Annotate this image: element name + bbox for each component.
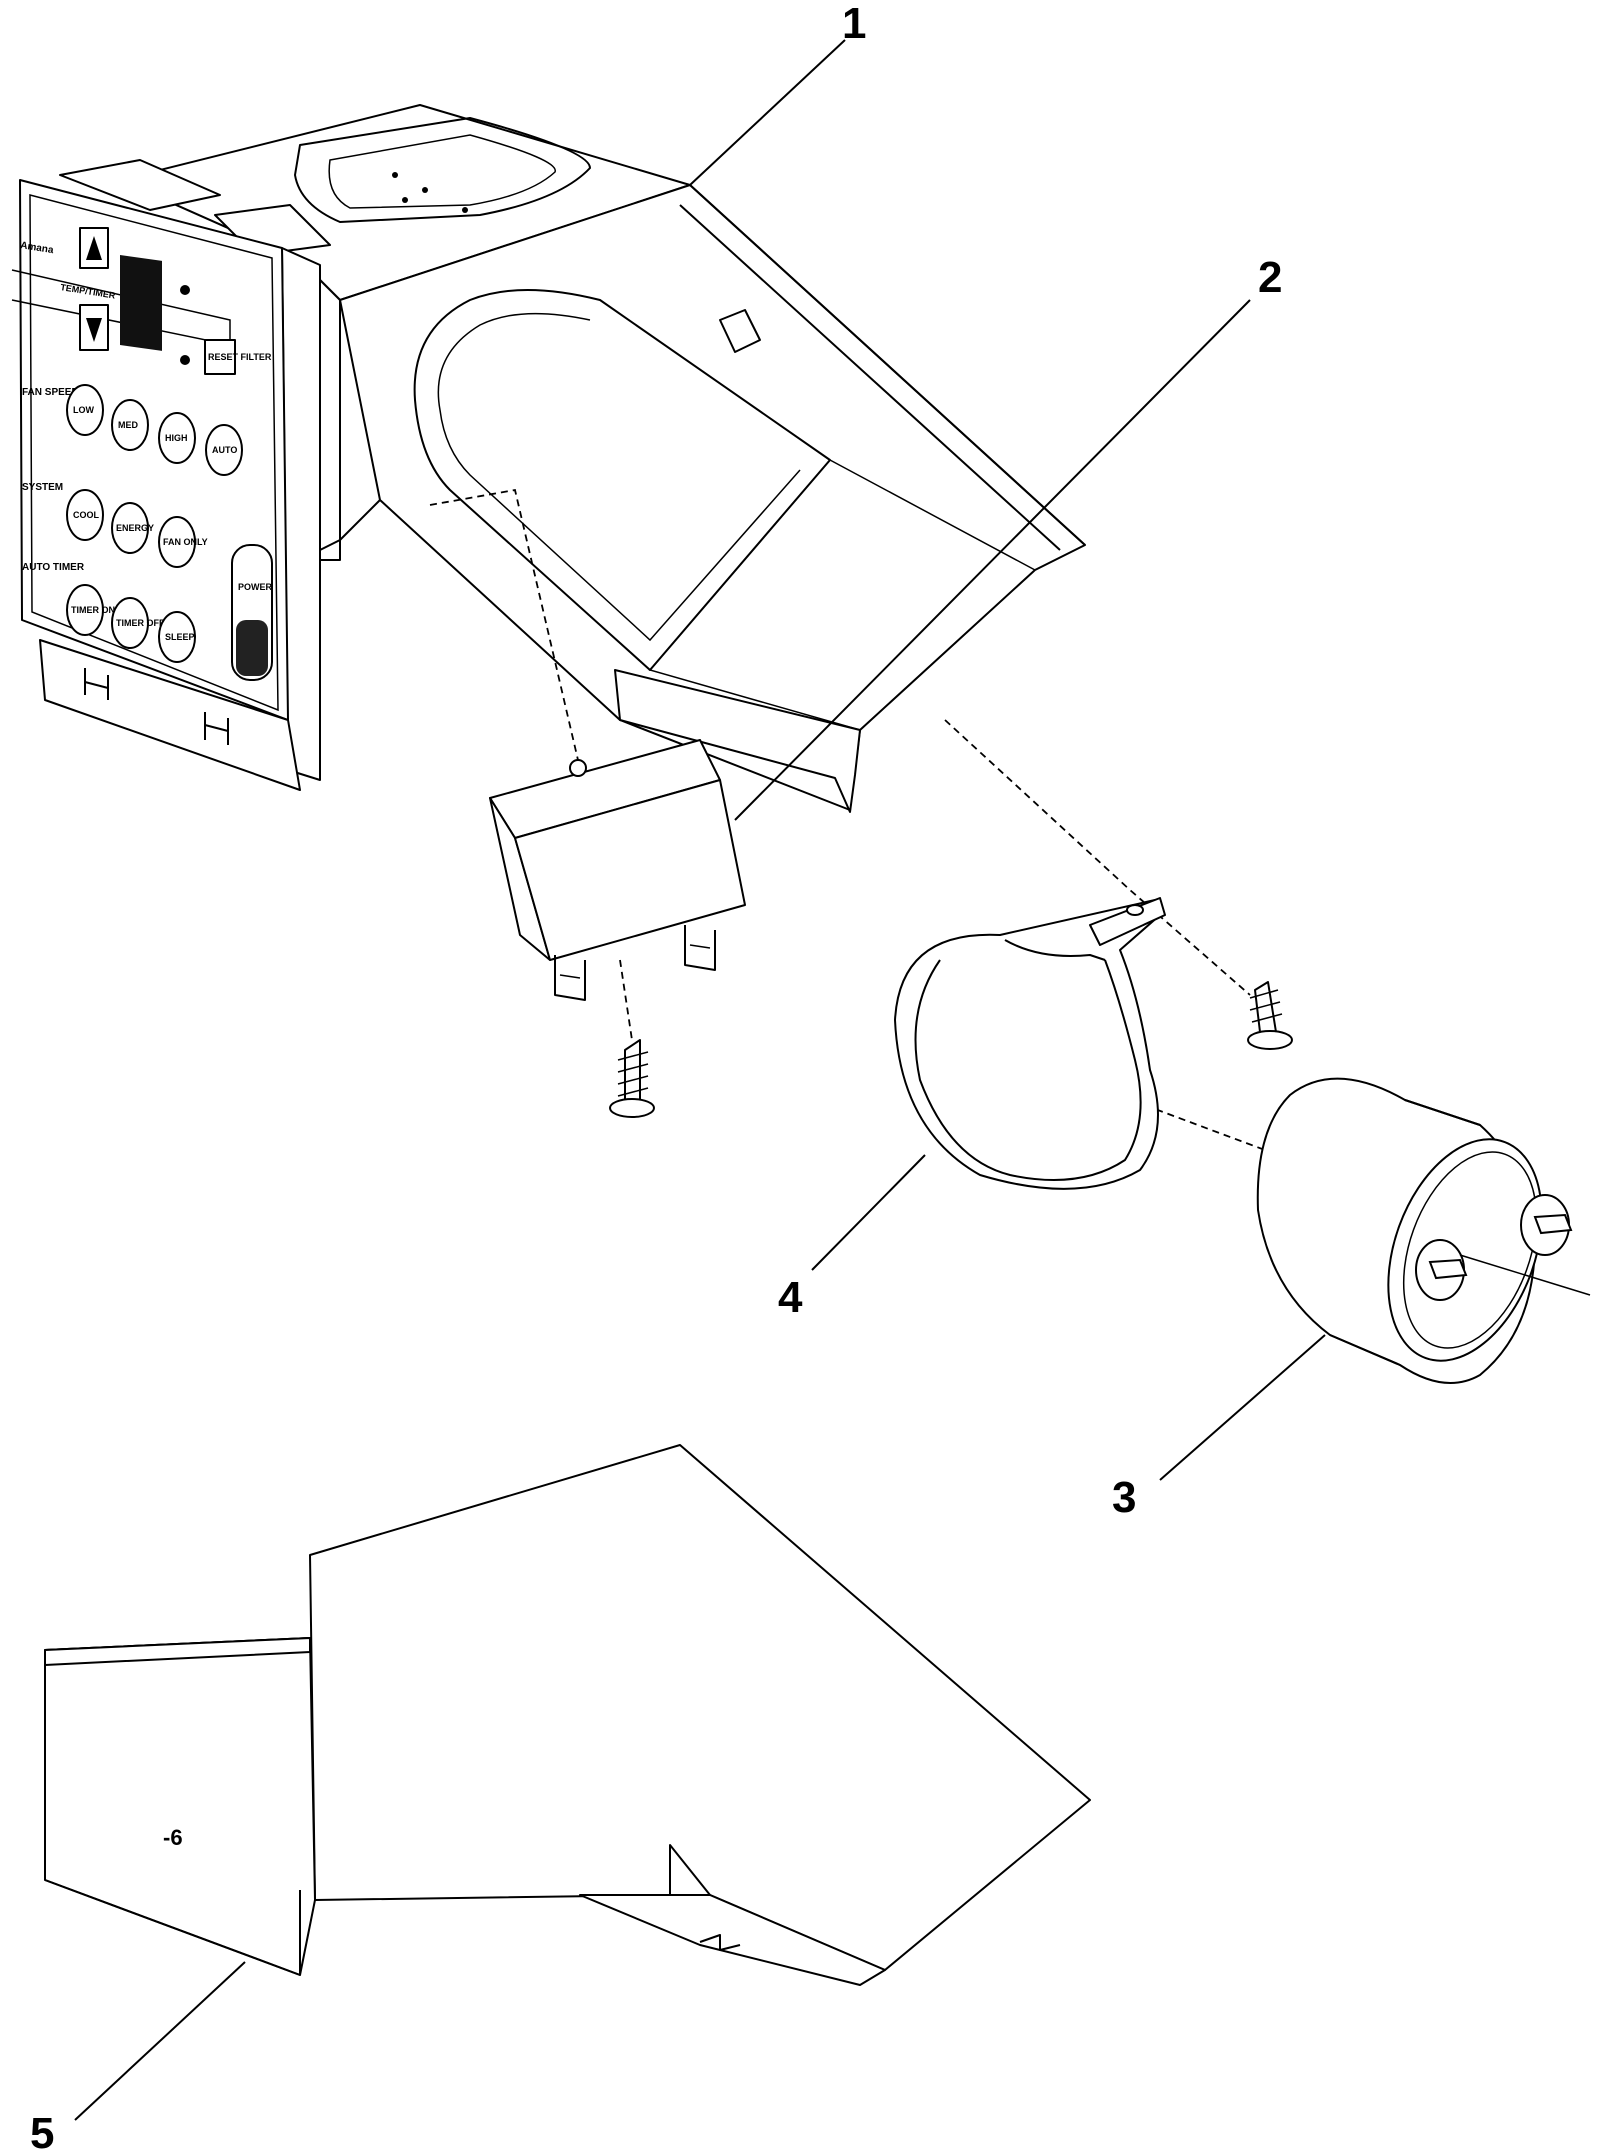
strap-mount-hole	[1126, 904, 1144, 916]
capacitor-terminal	[1520, 1194, 1573, 1256]
button-low[interactable]: LOW	[66, 384, 104, 436]
down-arrow-icon	[86, 318, 102, 342]
button-energy[interactable]: ENERGY	[111, 502, 154, 554]
button-cool[interactable]: COOL	[66, 489, 104, 541]
relay-mount-hole	[569, 759, 587, 777]
cover-marking: -6	[163, 1825, 183, 1850]
relay-screw	[609, 1039, 655, 1118]
svg-text:LOW: LOW	[73, 405, 94, 415]
svg-text:HIGH: HIGH	[165, 433, 188, 443]
svg-text:FAN ONLY: FAN ONLY	[163, 537, 208, 547]
button-fan-only[interactable]: FAN ONLY	[158, 516, 208, 568]
relay	[489, 739, 746, 1001]
leader-line-4	[811, 1154, 926, 1271]
callout-3: 3	[1112, 1473, 1136, 1522]
button-auto[interactable]: AUTO	[205, 424, 243, 476]
svg-text:POWER: POWER	[238, 582, 273, 592]
indicator-icon	[180, 355, 190, 365]
brand-logo-text: Amana	[20, 240, 55, 256]
button-power[interactable]: POWER	[231, 544, 273, 681]
button-high[interactable]: HIGH	[158, 412, 196, 464]
capacitor-terminal	[1415, 1239, 1468, 1301]
button-med[interactable]: MED	[111, 399, 149, 451]
leader-line-1	[689, 39, 846, 186]
run-capacitor	[1256, 1077, 1591, 1384]
svg-text:MED: MED	[118, 420, 139, 430]
row-label-system: SYSTEM	[22, 482, 63, 493]
brand-logo: Amana	[20, 240, 55, 256]
up-arrow-icon	[86, 236, 102, 260]
button-timer-on[interactable]: TIMER ON	[66, 584, 115, 636]
callout-1: 1	[842, 0, 866, 48]
svg-text:ENERGY: ENERGY	[116, 523, 154, 533]
row-label-fan-speed: FAN SPEED	[22, 387, 79, 398]
assembly-line	[619, 959, 633, 1041]
indicator-icon	[180, 285, 190, 295]
control-panel-keypad: Amana TEMP/TIMER RESET FILTER FAN SPEED …	[11, 159, 331, 791]
svg-text:AUTO: AUTO	[212, 445, 237, 455]
keypad-buttons: LOW MED HIGH AUTO COOL ENERGY FAN ONLY T…	[66, 384, 273, 681]
callout-4: 4	[778, 1273, 803, 1322]
callout-5: 5	[30, 2109, 54, 2151]
leader-line-5	[74, 1961, 246, 2121]
reset-filter-button[interactable]	[204, 339, 236, 375]
assembly-line	[429, 488, 579, 761]
button-sleep[interactable]: SLEEP	[158, 611, 196, 663]
svg-text:TIMER ON: TIMER ON	[71, 605, 115, 615]
leader-line-2	[734, 299, 1251, 821]
svg-text:COOL: COOL	[73, 510, 100, 520]
strap-screw	[1247, 981, 1293, 1050]
cover-panel: -6	[44, 1444, 1091, 1986]
capacitor-strap	[894, 897, 1166, 1190]
svg-text:SLEEP: SLEEP	[165, 632, 195, 642]
button-timer-off[interactable]: TIMER OFF	[111, 597, 165, 649]
relay-terminal	[684, 925, 716, 971]
svg-text:TIMER OFF: TIMER OFF	[116, 618, 165, 628]
relay-terminal	[554, 955, 586, 1001]
callout-2: 2	[1258, 253, 1282, 302]
reset-filter-label: RESET FILTER	[208, 352, 272, 362]
leader-line-3	[1159, 1334, 1326, 1481]
led-display	[120, 255, 162, 351]
row-label-auto-timer: AUTO TIMER	[22, 562, 85, 573]
